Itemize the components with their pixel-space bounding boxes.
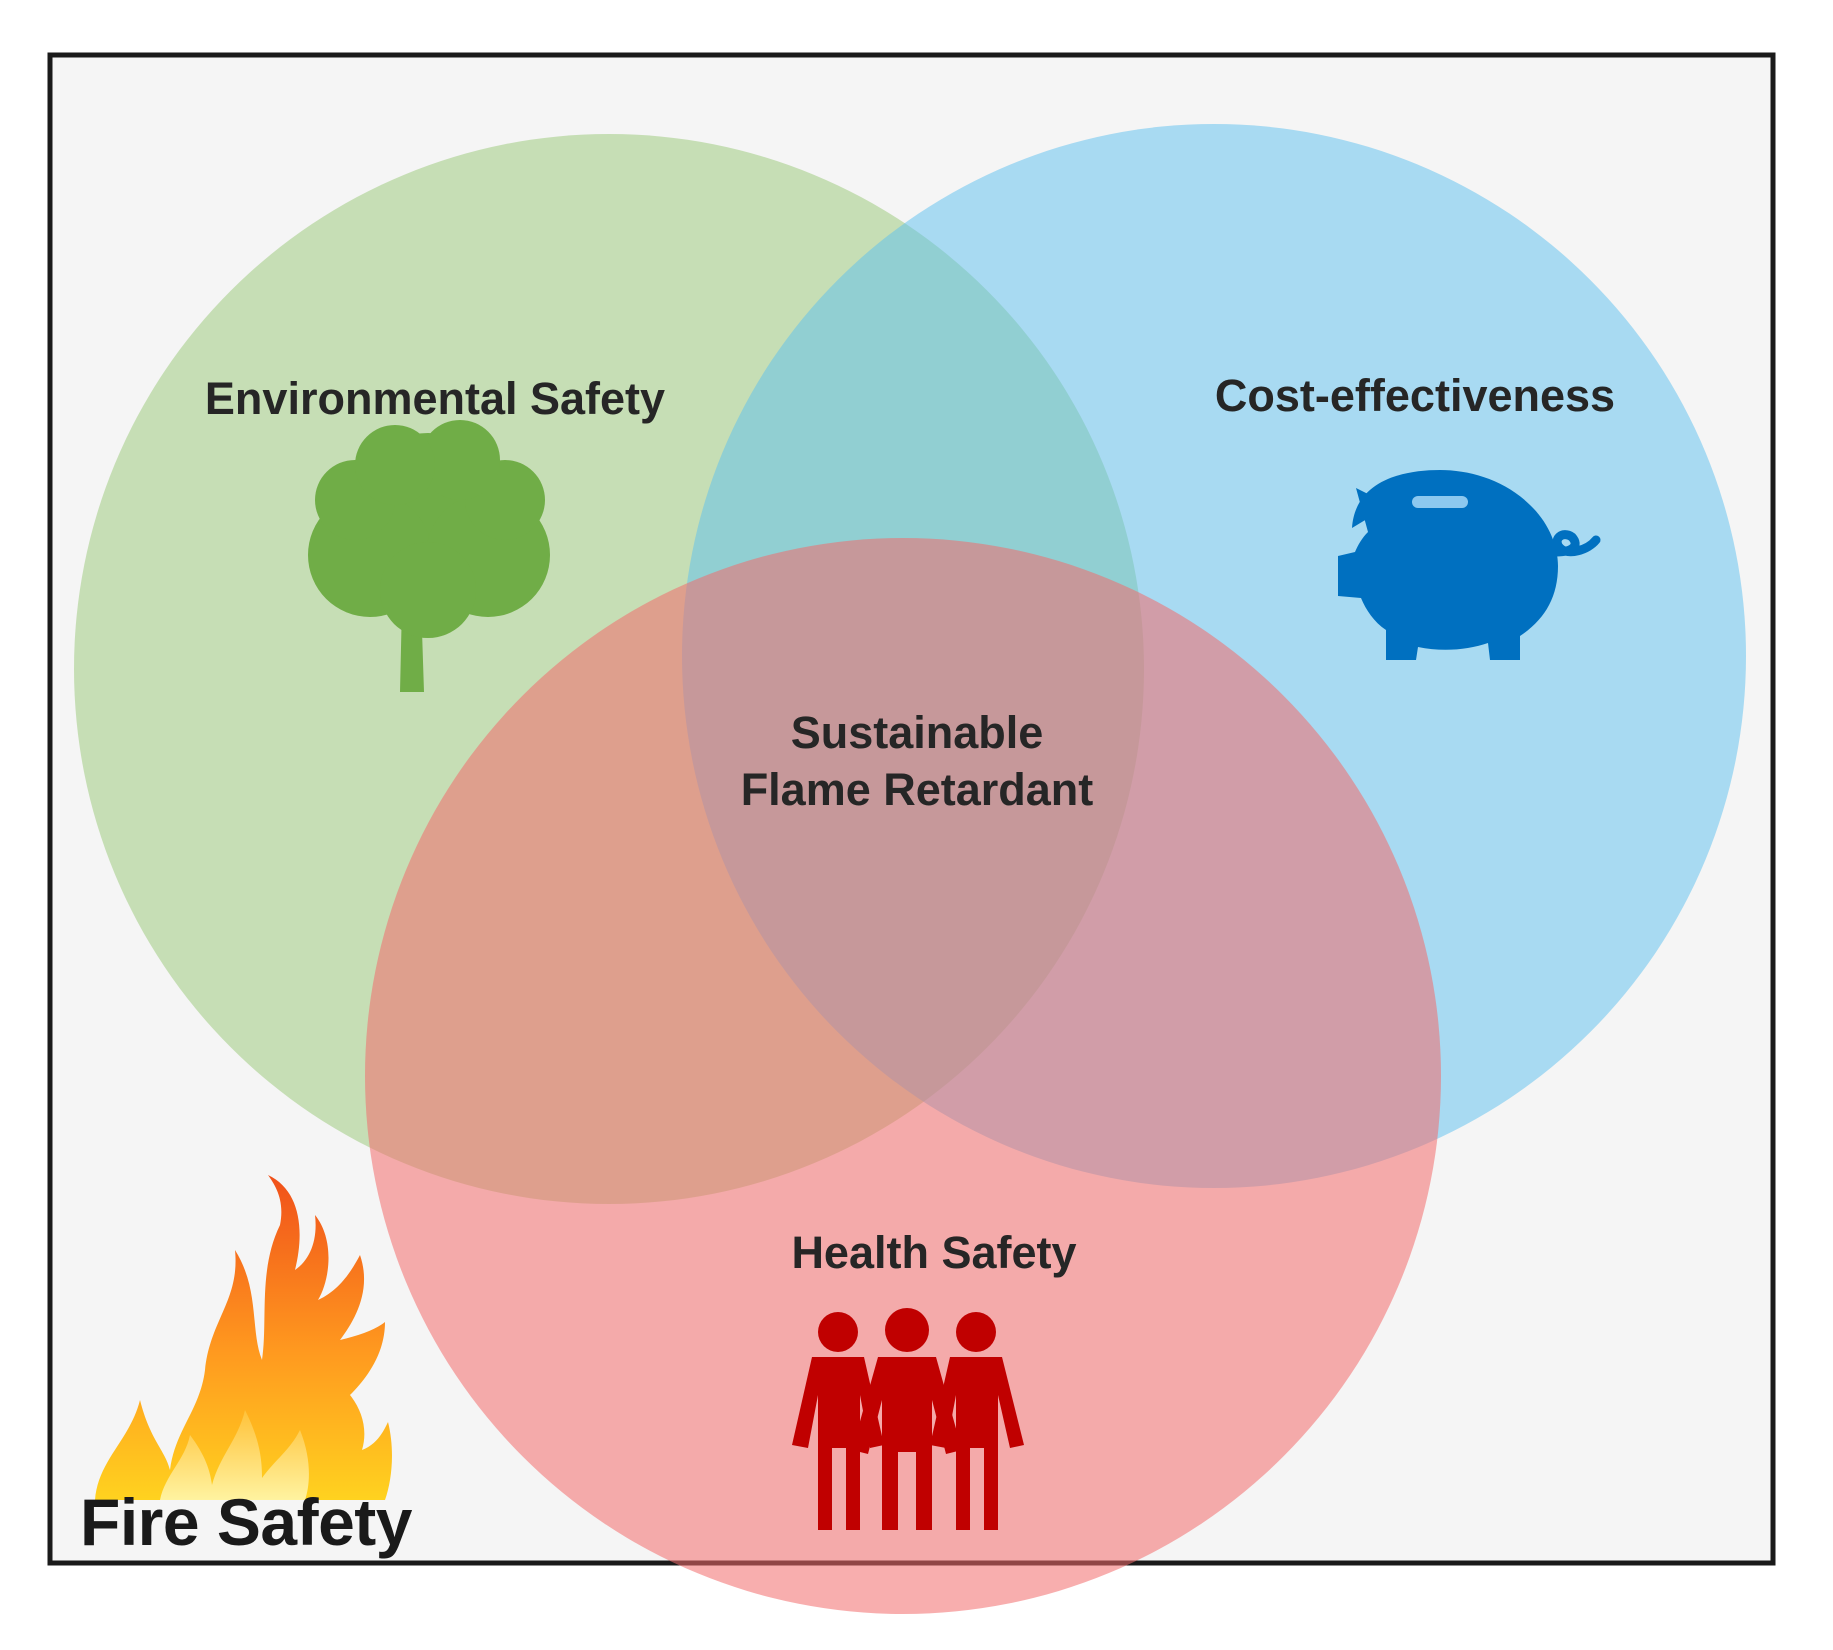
fire-safety-label: Fire Safety: [80, 1485, 413, 1559]
cost-effectiveness-label: Cost-effectiveness: [1215, 370, 1615, 421]
piggy-bank-icon: [1338, 470, 1601, 660]
tree-icon: [308, 420, 550, 692]
health-safety-circle: [365, 538, 1441, 1614]
center-label-line2: Flame Retardant: [741, 764, 1094, 815]
people-group-icon: [792, 1308, 1024, 1530]
flame-icon: [95, 1175, 392, 1500]
environmental-safety-label: Environmental Safety: [205, 373, 665, 424]
health-safety-label: Health Safety: [791, 1227, 1076, 1278]
center-label-line1: Sustainable: [791, 707, 1044, 758]
